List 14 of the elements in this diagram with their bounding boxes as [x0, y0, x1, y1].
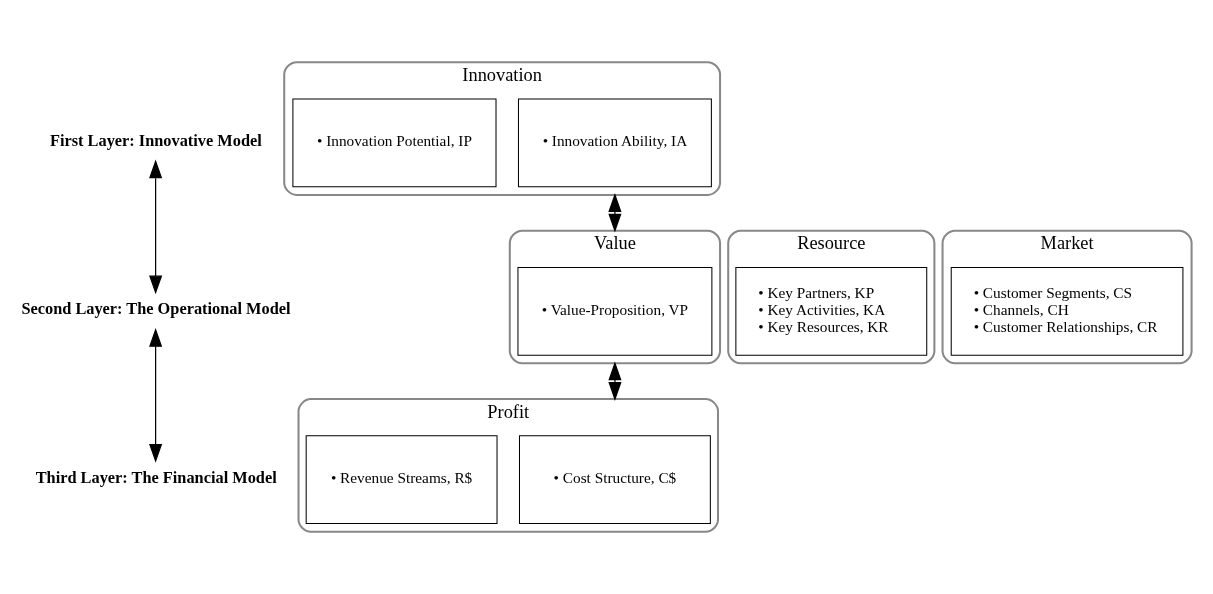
node-text: First Layer: Innovative Model: [49, 130, 262, 150]
arrow: [608, 193, 622, 233]
node-box: • Innovation Ability, IA: [517, 98, 712, 188]
arrow: [149, 327, 163, 463]
arrow: [608, 361, 622, 401]
node-box: • Value-Proposition, VP: [517, 266, 713, 356]
node-box: • Revenue Streams, R$: [305, 435, 498, 525]
node-text: Third Layer: The Financial Model: [35, 467, 277, 487]
node-box: • Innovation Potential, IP: [292, 98, 497, 188]
node-text: Second Layer: The Operational Model: [21, 299, 291, 319]
arrow: [149, 159, 163, 295]
node-box: • Key Partners, KP • Key Activities, KA • Key Resources, KR: [735, 266, 928, 356]
node-box: • Cost Structure, C$: [519, 435, 711, 525]
node-box: • Customer Segments, CS • Channels, CH • Customer Relationships, CR: [950, 266, 1184, 356]
